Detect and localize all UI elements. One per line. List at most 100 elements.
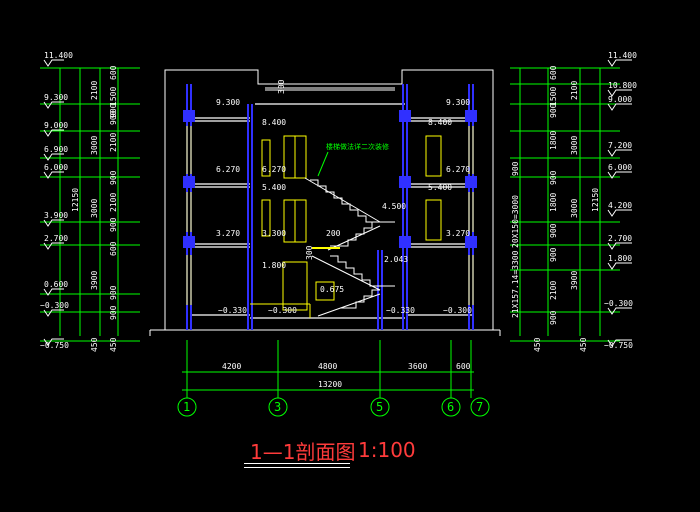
interior-level: 6.270 (446, 165, 470, 174)
right-dim-inner: 900 (549, 310, 558, 325)
floor-slabs (190, 103, 472, 319)
axis-label: 3 (274, 400, 281, 414)
building-outline (149, 69, 501, 336)
right-dim-mid: 3000 (570, 136, 579, 155)
right-dim-bottom: 450 (533, 337, 542, 352)
left-elevation: 11.400 (44, 51, 73, 60)
left-dim-inner: 900 (109, 305, 118, 320)
interior-level: 4.500 (382, 202, 406, 211)
left-elevation: 2.700 (44, 234, 68, 243)
title-underline (244, 463, 350, 464)
right-dim-mid: 2100 (570, 81, 579, 100)
stair-dim: 300 (305, 245, 314, 260)
interior-level: 1.800 (262, 261, 286, 270)
left-dimension-lines (40, 67, 140, 342)
bottom-span: 4200 (222, 362, 241, 371)
bottom-dimension-lines (177, 340, 490, 417)
right-dim-inner: 1800 (549, 131, 558, 150)
interior-level: 3.300 (262, 229, 286, 238)
interior-level: 5.400 (262, 183, 286, 192)
left-dim-inner: 1500 (109, 87, 118, 106)
interior-level: −0.330 (386, 306, 415, 315)
left-dim-inner: 900 (109, 170, 118, 185)
interior-level: 6.270 (216, 165, 240, 174)
stair (304, 177, 395, 317)
bottom-span: 4800 (318, 362, 337, 371)
left-dim-inner: 2100 (109, 133, 118, 152)
left-elevation: 3.900 (44, 211, 68, 220)
bottom-span: 600 (456, 362, 471, 371)
right-elevation: 6.000 (608, 163, 632, 172)
left-dim-inner: 600 (109, 241, 118, 256)
left-elevation: 9.300 (44, 93, 68, 102)
right-dim-total: 12150 (591, 188, 600, 212)
stair-dim: 200 (326, 229, 341, 238)
right-dim-inner: 900 (549, 103, 558, 118)
interior-level: 8.400 (262, 118, 286, 127)
stair-note-leader (317, 151, 329, 177)
windows (186, 126, 474, 318)
right-dim-mid: 3000 (570, 199, 579, 218)
drawing-title: 1—1剖面图 (250, 440, 356, 464)
drawing-scale: 1:100 (358, 438, 416, 462)
interior-level: 2.043 (384, 255, 408, 264)
interior-level: 9.300 (216, 98, 240, 107)
right-elevation: 10.800 (608, 81, 637, 90)
right-stair-dim: 20X150=3000 (511, 195, 520, 248)
right-dim-bottom: 450 (579, 337, 588, 352)
right-dim-inner: 1800 (549, 193, 558, 212)
left-dim-inner: 2100 (109, 193, 118, 212)
interior-level: −0.300 (443, 306, 472, 315)
left-dim-inner: 900 (109, 103, 118, 118)
right-dim-inner: 1500 (549, 87, 558, 106)
bottom-span: 3600 (408, 362, 427, 371)
interior-level: −0.330 (218, 306, 247, 315)
stair-note: 楼梯做法详二次装修 (326, 142, 389, 151)
left-dim-inner: 900 (109, 110, 118, 125)
bottom-total: 13200 (318, 380, 342, 389)
left-dim-bottom: 450 (109, 337, 118, 352)
left-dim-total: 12150 (71, 188, 80, 212)
axis-label: 7 (476, 400, 483, 414)
left-dim-mid: 2100 (90, 81, 99, 100)
right-stair-dim: 21X157.14=3300 (511, 250, 520, 318)
left-dim-mid: 3000 (90, 199, 99, 218)
stair-dim: 300 (277, 79, 286, 94)
elevation-markers (43, 59, 632, 347)
right-dimension-lines (510, 67, 620, 342)
right-dim-inner: 900 (549, 247, 558, 262)
left-dim-bottom: 450 (90, 337, 99, 352)
right-elevation: 9.000 (608, 95, 632, 104)
right-elevation: 1.800 (608, 254, 632, 263)
axis-label: 1 (183, 400, 190, 414)
left-elevation: 6.000 (44, 163, 68, 172)
interior-level: 5.400 (428, 183, 452, 192)
left-elevation: 6.900 (44, 145, 68, 154)
right-elevation: 7.200 (608, 141, 632, 150)
interior-level: 6.270 (262, 165, 286, 174)
right-elevation: −0.750 (604, 341, 633, 350)
right-dim-mid: 3900 (570, 271, 579, 290)
axis-label: 6 (447, 400, 454, 414)
right-dim-inner: 900 (549, 170, 558, 185)
right-dim-inner: 2100 (549, 281, 558, 300)
interior-level: 9.300 (446, 98, 470, 107)
left-dim-mid: 3000 (90, 136, 99, 155)
title-underline (244, 467, 350, 468)
right-dim-inner: 600 (549, 65, 558, 80)
left-elevation: 9.000 (44, 121, 68, 130)
right-elevation: 2.700 (608, 234, 632, 243)
left-dim-inner: 900 (109, 217, 118, 232)
right-elevation: 4.200 (608, 201, 632, 210)
right-stair-dim: 900 (511, 161, 520, 176)
left-dim-inner: 600 (109, 65, 118, 80)
left-elevation: −0.300 (40, 301, 69, 310)
interior-level: −0.300 (268, 306, 297, 315)
interior-level: 8.400 (428, 118, 452, 127)
interior-level: 0.675 (320, 285, 344, 294)
axis-label: 5 (376, 400, 383, 414)
left-elevation: 0.600 (44, 280, 68, 289)
interior-level: 3.270 (446, 229, 470, 238)
interior-level: 3.270 (216, 229, 240, 238)
